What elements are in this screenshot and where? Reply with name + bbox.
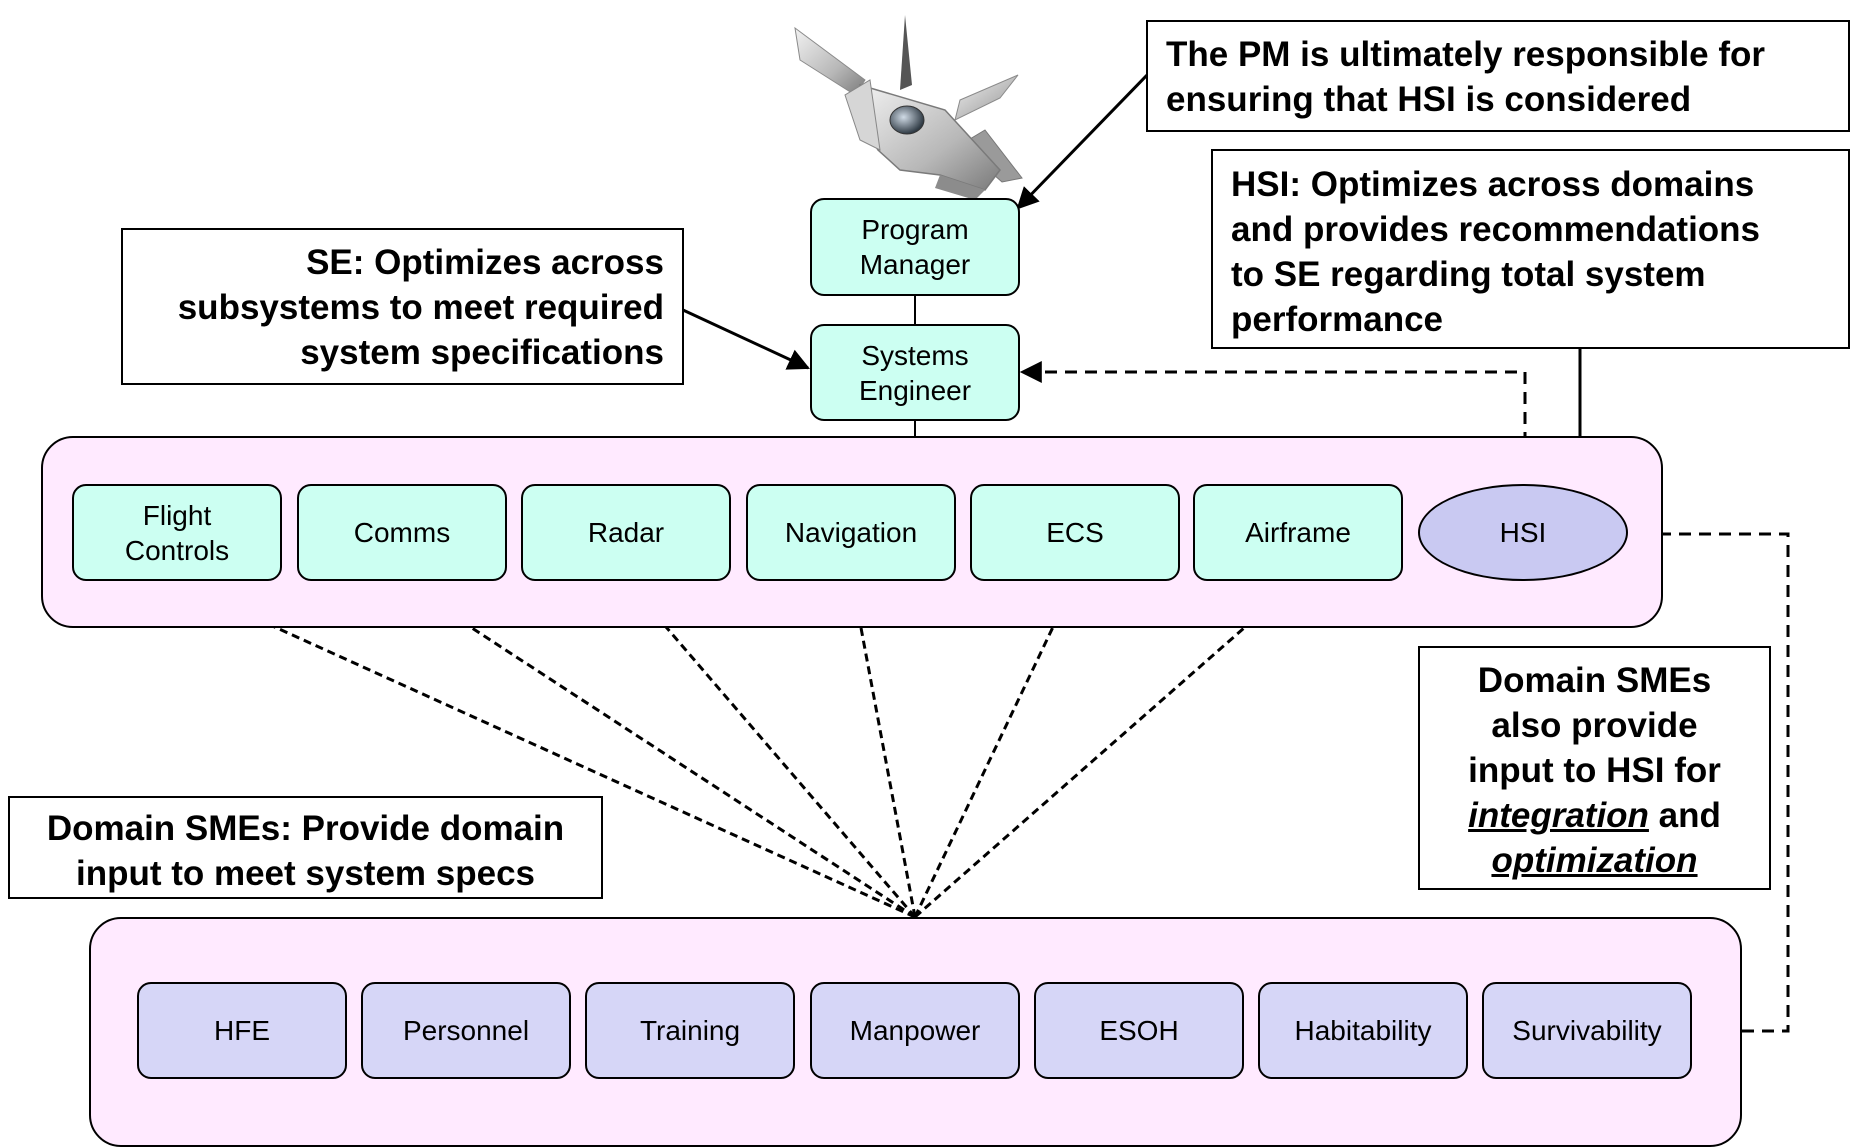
note-line: Domain SMEs: Provide domain	[46, 809, 565, 848]
subsystem-label: Airframe	[1245, 517, 1351, 548]
domain-manpower: Manpower	[810, 982, 1020, 1079]
subsystem-label: Navigation	[784, 517, 918, 548]
note-line: input to HSI for	[1468, 751, 1721, 790]
subsystem-ecs: ECS	[970, 484, 1180, 581]
domain-label: Personnel	[402, 1015, 530, 1046]
subsystem-label: Comms	[353, 517, 451, 548]
integration-emphasis: integration	[1468, 796, 1649, 835]
note-line: HSI: Optimizes across domains	[1231, 165, 1755, 204]
and-text: and	[1648, 796, 1721, 835]
domain-smes-note: Domain SMEs: Provide domain input to mee…	[8, 796, 603, 899]
domain-label: Habitability	[1294, 1015, 1432, 1046]
subsystem-label: Radar	[587, 517, 665, 548]
subsystem-airframe: Airframe	[1193, 484, 1403, 581]
note-line: Domain SMEs	[1477, 661, 1712, 700]
se-optimizes-note: SE: Optimizes across subsystems to meet …	[121, 228, 684, 385]
domain-label: ESOH	[1099, 1015, 1179, 1046]
note-line: The PM is ultimately responsible for	[1166, 35, 1766, 74]
subsystem-flight-controls: Flight Controls	[72, 484, 282, 581]
domain-training: Training	[585, 982, 795, 1079]
note-line: subsystems to meet required	[177, 288, 664, 327]
domain-label: Training	[639, 1015, 741, 1046]
note-line: to SE regarding total system	[1231, 255, 1706, 294]
jet-fighter-icon	[794, 15, 1023, 200]
domain-personnel: Personnel	[361, 982, 571, 1079]
program-manager-label-line2: Manager	[859, 249, 971, 280]
program-manager-label-line1: Program	[861, 214, 969, 245]
subsystem-label-line1: Flight	[142, 499, 212, 531]
note-line: ensuring that HSI is considered	[1166, 80, 1692, 119]
note-line-integration: integration and	[1420, 793, 1769, 838]
note-line-optimization: optimization	[1420, 838, 1769, 883]
domain-label: Manpower	[849, 1015, 981, 1046]
program-manager-node: Program Manager	[810, 198, 1020, 296]
domain-survivability: Survivability	[1482, 982, 1692, 1079]
note-line: and provides recommendations	[1231, 210, 1761, 249]
systems-engineer-node: Systems Engineer	[810, 324, 1020, 421]
domain-label: HFE	[214, 1015, 270, 1046]
note-line: performance	[1231, 300, 1444, 339]
domain-habitability: Habitability	[1258, 982, 1468, 1079]
domain-hfe: HFE	[137, 982, 347, 1079]
note-line: system specifications	[300, 333, 664, 372]
subsystem-comms: Comms	[297, 484, 507, 581]
subsystem-navigation: Navigation	[746, 484, 956, 581]
note-line: SE: Optimizes across	[306, 243, 664, 282]
subsystem-label: ECS	[1046, 517, 1104, 548]
hsi-node: HSI	[1418, 484, 1628, 581]
note-line: input to meet system specs	[75, 854, 536, 893]
subsystem-label-line2: Controls	[124, 534, 230, 566]
domain-smes-hsi-note: Domain SMEs also provide input to HSI fo…	[1418, 646, 1771, 890]
systems-engineer-label-line1: Systems	[861, 339, 969, 371]
domain-label: Survivability	[1512, 1015, 1662, 1046]
subsystem-radar: Radar	[521, 484, 731, 581]
hsi-label: HSI	[1499, 516, 1547, 548]
hsi-optimizes-note: HSI: Optimizes across domains and provid…	[1211, 149, 1850, 349]
optimization-emphasis: optimization	[1491, 841, 1698, 880]
note-line: also provide	[1491, 706, 1698, 745]
systems-engineer-label-line2: Engineer	[858, 374, 972, 406]
pm-responsibility-note: The PM is ultimately responsible for ens…	[1146, 20, 1850, 132]
domain-esoh: ESOH	[1034, 982, 1244, 1079]
